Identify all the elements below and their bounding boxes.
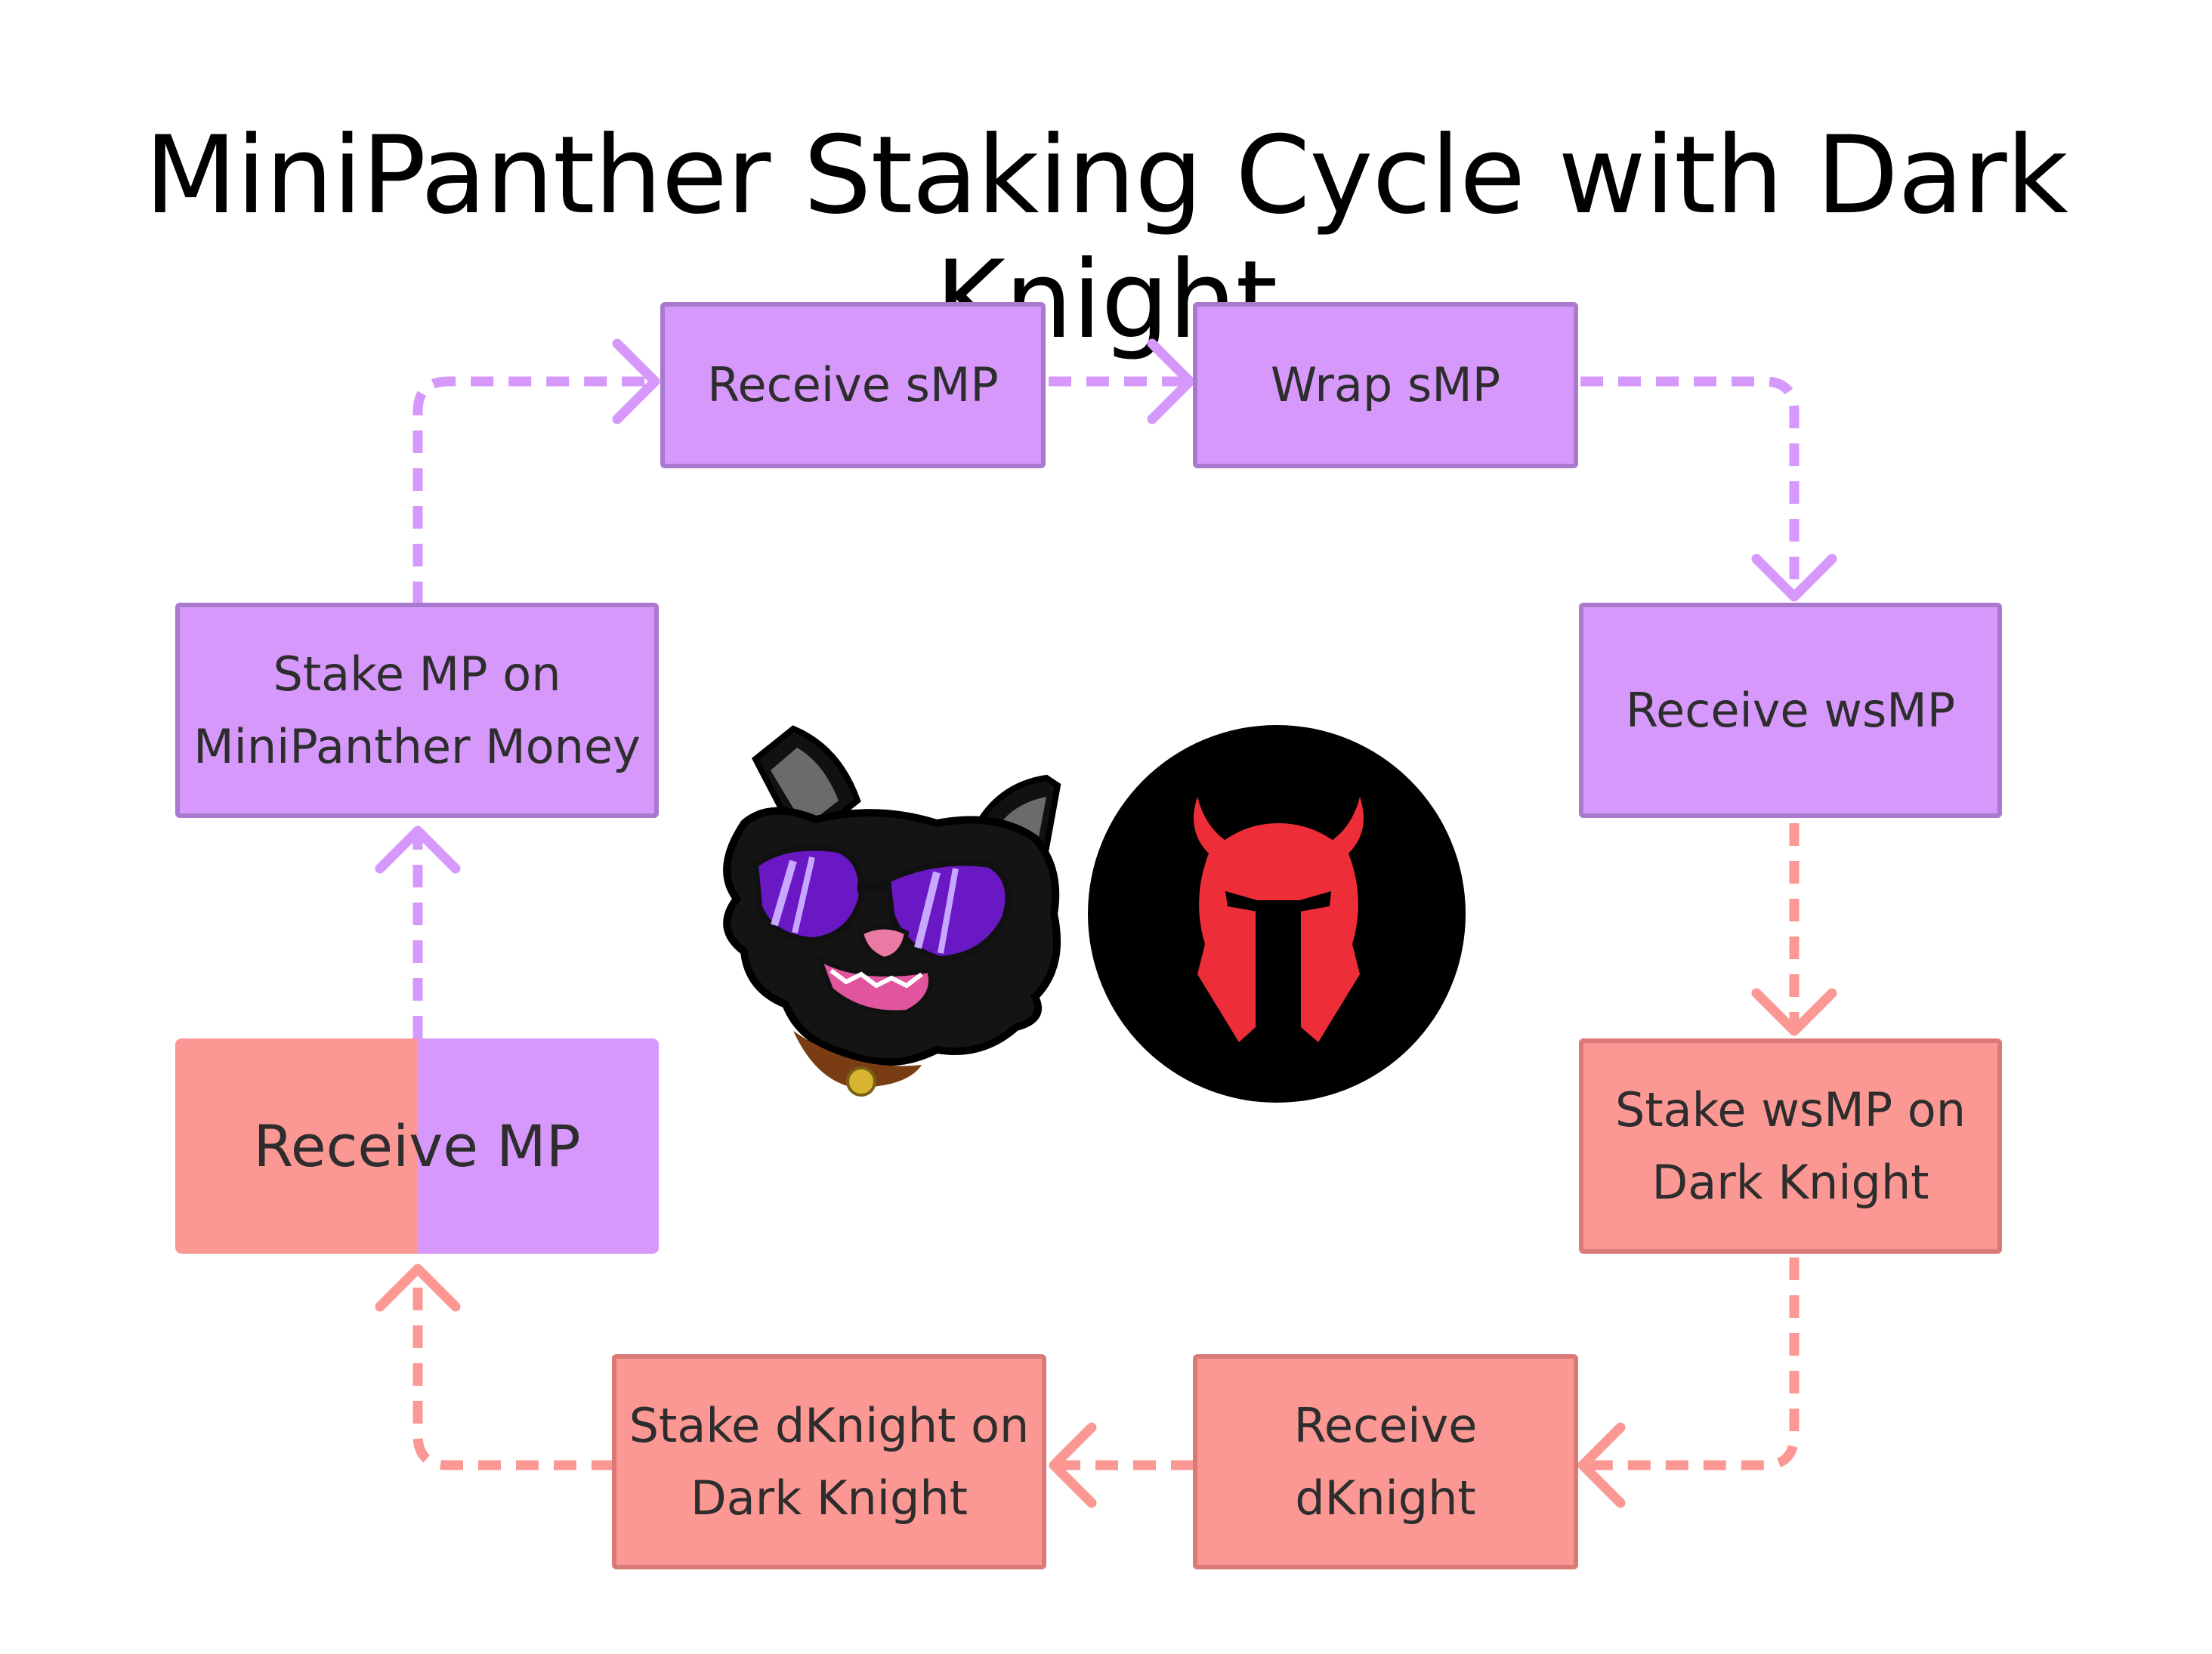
helmet-icon [1194, 797, 1364, 1042]
node-stake-wsmp: Stake wsMP on Dark Knight [1579, 1038, 2002, 1254]
arrowhead [375, 825, 461, 874]
node-label-line1: Stake dKnight on [629, 1397, 1030, 1453]
node-label-line2: MiniPanther Money [193, 718, 641, 774]
arrowhead [1049, 1422, 1097, 1508]
arrow-stake-mp-to-receive-smp [412, 376, 656, 604]
arrow-wrap-smp-to-receive-wsmp [1580, 376, 1800, 589]
diagram-title: MiniPanther Staking Cycle with Dark Knig… [144, 113, 2068, 363]
node-label-line1: Receive [1293, 1397, 1478, 1453]
node-label-line2: dKnight [1295, 1470, 1476, 1526]
node-label-line2: Dark Knight [1651, 1154, 1929, 1210]
arrowhead [1147, 338, 1195, 424]
cat-icon [723, 725, 1061, 1097]
node-stake-dknight: Stake dKnight on Dark Knight [612, 1354, 1046, 1569]
node-receive-wsmp: Receive wsMP [1579, 603, 2002, 818]
node-label: Receive wsMP [1625, 682, 1956, 738]
arrow-stake-dknight-to-receive-mp [412, 1276, 614, 1470]
node-stake-mp: Stake MP on MiniPanther Money [175, 603, 659, 818]
node-wrap-smp: Wrap sMP [1193, 302, 1578, 468]
node-receive-dknight: Receive dKnight [1193, 1354, 1578, 1569]
node-receive-smp: Receive sMP [660, 302, 1046, 468]
node-label-line1: Stake wsMP on [1614, 1082, 1966, 1137]
arrowhead [375, 1264, 461, 1312]
arrowhead [1751, 554, 1837, 602]
arrowhead [1751, 988, 1837, 1036]
node-label: Wrap sMP [1270, 357, 1501, 412]
node-label: Receive MP [253, 1112, 581, 1180]
node-label-line2: Dark Knight [690, 1470, 968, 1526]
node-receive-mp: Receive MP [175, 1038, 659, 1254]
arrowhead [1577, 1422, 1626, 1508]
arrowhead [612, 338, 660, 424]
arrow-stake-wsmp-to-receive-dknight [1583, 1257, 1800, 1470]
node-label-line1: Stake MP on [273, 646, 561, 702]
node-label: Receive sMP [707, 357, 999, 412]
